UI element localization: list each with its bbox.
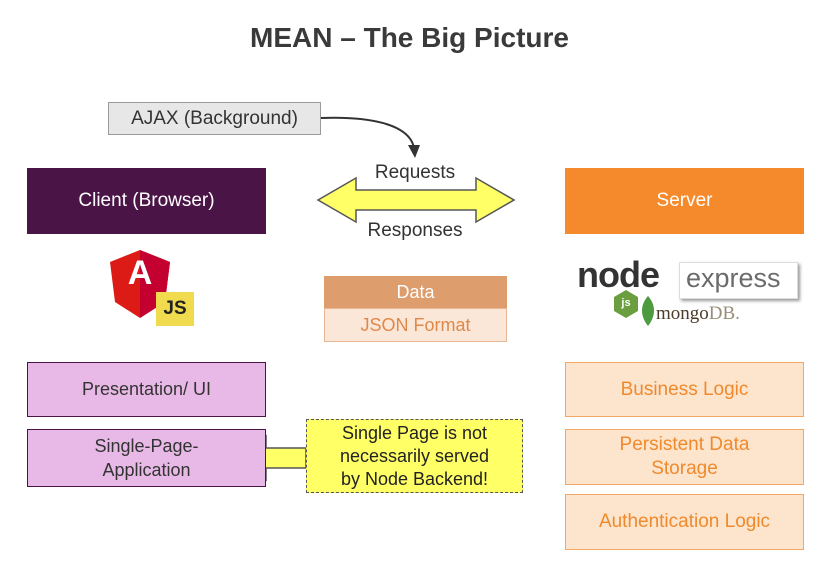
persistent-data-storage-box: Persistent Data Storage — [565, 429, 804, 485]
presentation-ui-box: Presentation/ UI — [27, 362, 266, 417]
note-box: Single Page is not necessarily served by… — [306, 419, 523, 493]
page-title: MEAN – The Big Picture — [250, 22, 569, 53]
ajax-box: AJAX (Background) — [108, 102, 321, 135]
express-logo: express — [679, 262, 798, 299]
business-logic-box: Business Logic — [565, 362, 804, 417]
mongo-leaf — [642, 296, 654, 326]
angular-letter: A — [127, 254, 153, 292]
js-badge: JS — [156, 292, 194, 326]
mongodb-logo: mongoDB. — [656, 303, 740, 325]
data-header: Data — [324, 276, 507, 308]
client-box: Client (Browser) — [27, 168, 266, 234]
authentication-logic-box: Authentication Logic — [565, 494, 804, 550]
single-page-application-box: Single-Page- Application — [27, 429, 266, 487]
double-arrow — [316, 176, 516, 224]
json-format-box: JSON Format — [324, 308, 507, 342]
responses-label: Responses — [367, 220, 463, 241]
ajax-curve-arrow — [320, 116, 415, 149]
mongo-word: mongo — [656, 303, 709, 324]
ajax-curve-arrowhead — [408, 145, 420, 158]
mongo-db-word: DB. — [708, 303, 740, 324]
node-hexagon — [614, 290, 638, 318]
node-logo-text: node — [577, 254, 660, 295]
node-js-badge: js — [621, 297, 631, 309]
requests-label: Requests — [374, 162, 456, 183]
server-box: Server — [565, 168, 804, 234]
